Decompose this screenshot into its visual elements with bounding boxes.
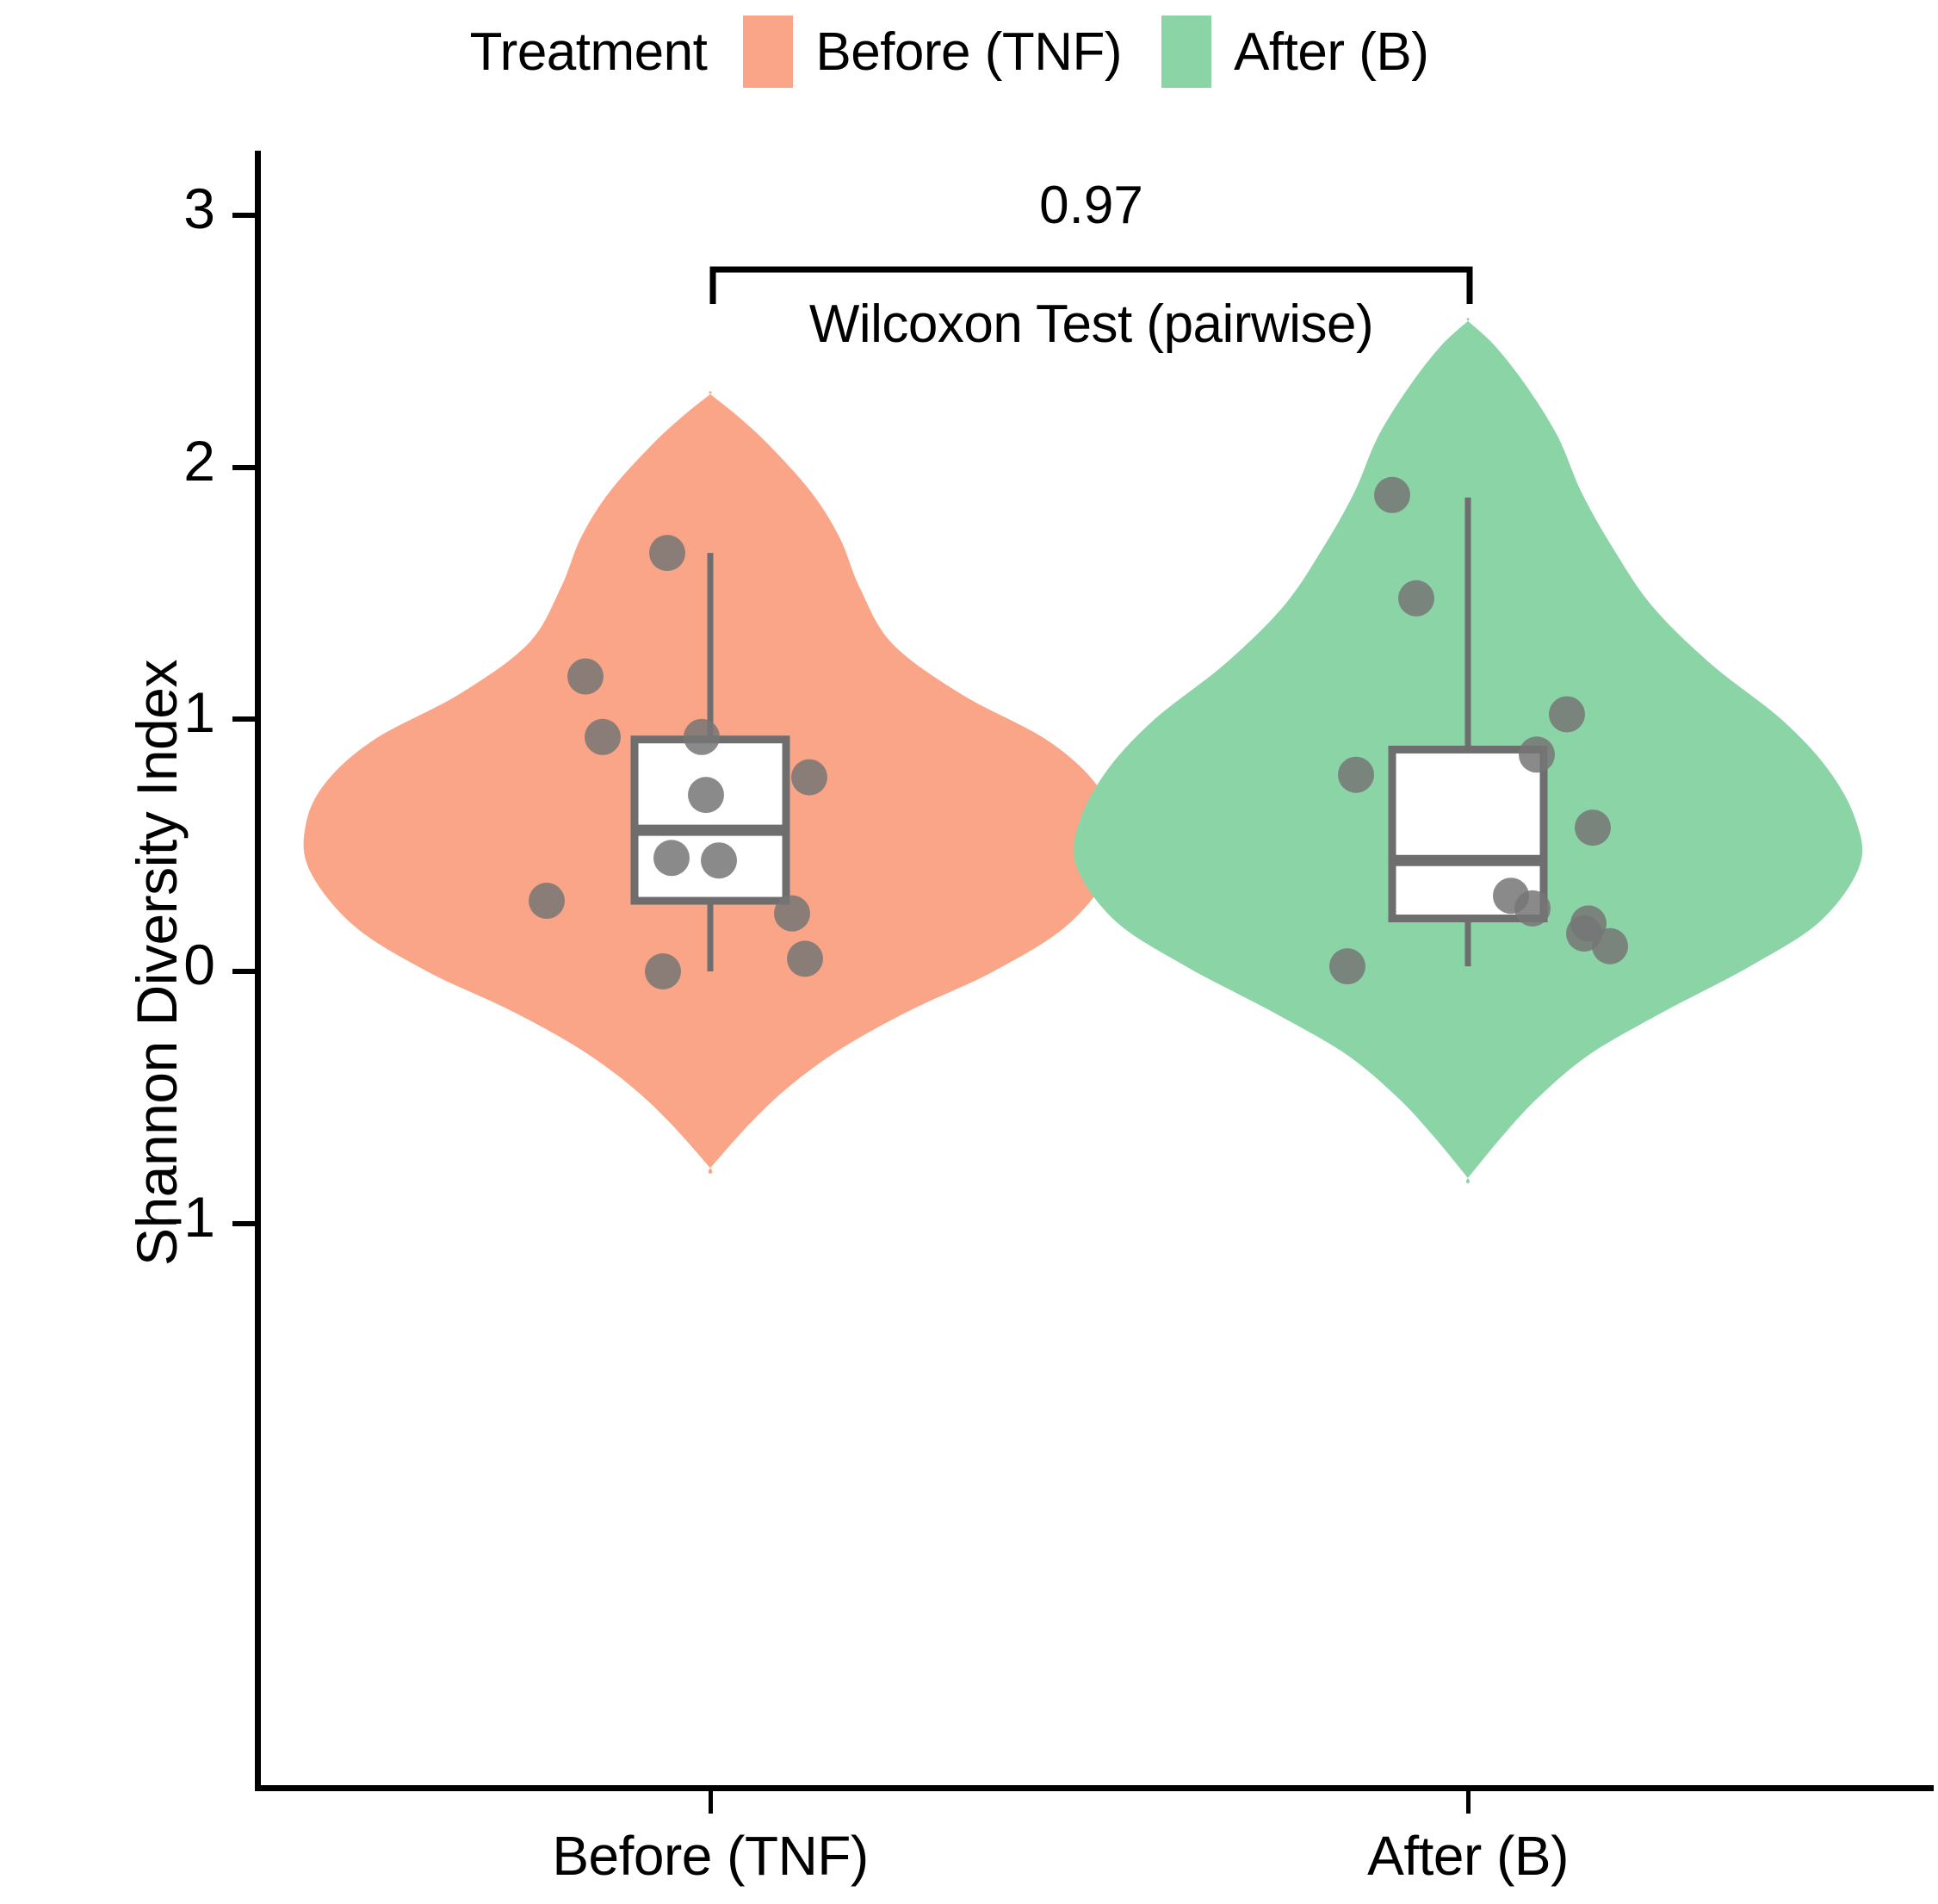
annotation-pvalue: 0.97 <box>1039 176 1143 235</box>
y-tick-label: 2 <box>183 428 215 493</box>
y-tick-label: 3 <box>183 176 215 240</box>
legend-item-before[interactable]: Before (TNF) <box>743 16 1123 88</box>
y-tick-mark <box>232 464 255 470</box>
data-point <box>1514 890 1551 927</box>
box-rect <box>630 735 790 905</box>
legend-title: Treatment <box>469 22 708 82</box>
data-point <box>684 718 720 755</box>
y-tick-mark <box>232 716 255 723</box>
data-point <box>688 777 724 814</box>
y-tick-mark <box>232 1220 255 1226</box>
data-point <box>1519 736 1555 773</box>
legend: Treatment Before (TNF) After (B) <box>0 0 1938 103</box>
data-point <box>1338 756 1374 793</box>
data-point <box>787 940 823 977</box>
annotation-test-label: Wilcoxon Test (pairwise) <box>808 295 1374 354</box>
y-axis-line <box>255 151 261 1791</box>
significance-bracket <box>709 266 1473 304</box>
x-tick-mark <box>709 1791 713 1814</box>
legend-swatch-after <box>1161 16 1212 88</box>
legend-label-after: After (B) <box>1234 22 1429 82</box>
data-point <box>645 953 681 989</box>
x-axis-line <box>255 1785 1934 1791</box>
legend-swatch-before <box>743 16 794 88</box>
data-point <box>1592 927 1628 964</box>
legend-item-after[interactable]: After (B) <box>1161 16 1429 88</box>
data-point <box>1374 476 1410 513</box>
data-point <box>567 658 604 695</box>
data-point <box>701 842 737 879</box>
y-tick-label: -1 <box>164 1184 215 1249</box>
x-tick-label[interactable]: After (B) <box>1367 1825 1569 1887</box>
data-point <box>791 759 827 796</box>
data-point <box>1549 696 1585 733</box>
y-tick-mark <box>232 969 255 974</box>
legend-label-before: Before (TNF) <box>815 22 1123 82</box>
x-tick-label[interactable]: Before (TNF) <box>552 1825 869 1887</box>
y-tick-label: 1 <box>183 680 215 745</box>
x-tick-mark <box>1466 1791 1471 1814</box>
data-point <box>774 895 810 932</box>
y-tick-label: 0 <box>183 933 215 996</box>
data-point <box>653 840 690 877</box>
data-point <box>585 718 621 755</box>
data-point <box>529 883 565 920</box>
data-point <box>1329 948 1365 985</box>
data-point <box>1398 580 1434 617</box>
data-point <box>1575 809 1611 847</box>
data-point <box>649 535 685 572</box>
y-tick-mark <box>232 212 255 218</box>
